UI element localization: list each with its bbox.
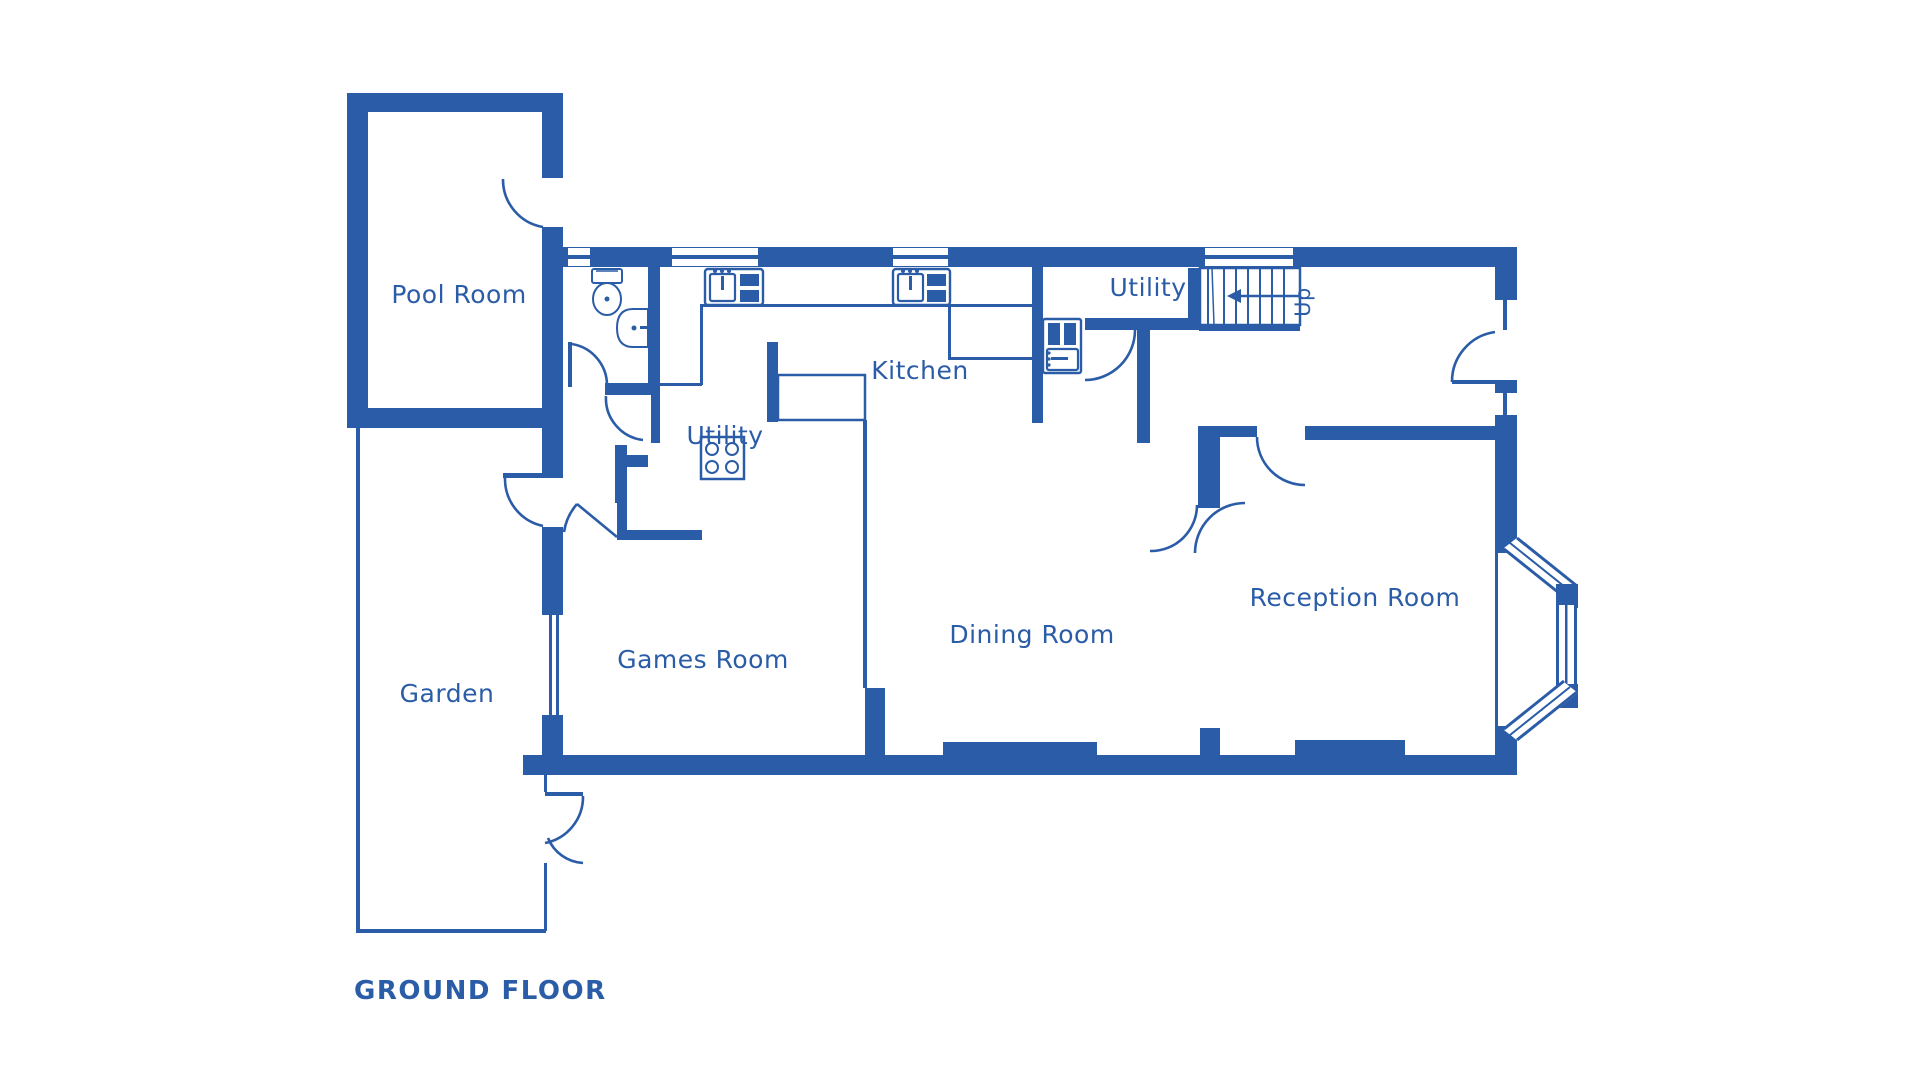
room-labels: Pool Room Garden Utility Kitchen Utility… <box>391 273 1460 708</box>
garden-walls <box>356 428 563 933</box>
reception-room-label: Reception Room <box>1250 583 1461 612</box>
dining-room-label: Dining Room <box>949 620 1114 649</box>
kitchen-sink-icon <box>891 267 952 307</box>
kitchen-label: Kitchen <box>871 356 968 385</box>
side-entrance-door <box>1450 330 1496 384</box>
bay-window <box>1495 520 1578 742</box>
hob-icon <box>699 435 746 481</box>
basin-icon <box>615 308 655 348</box>
utility-sink-unit-icon <box>1041 317 1083 375</box>
interior-walls <box>605 267 1495 755</box>
garden-label: Garden <box>400 679 495 708</box>
toilet-icon <box>591 268 623 316</box>
top-wall-windows <box>568 248 1293 266</box>
kitchen-counter-lines <box>660 304 1032 386</box>
games-room-label: Games Room <box>617 645 789 674</box>
pool-room-label: Pool Room <box>391 280 526 309</box>
utility-right-label: Utility <box>1109 273 1186 302</box>
pool-room-door-arc <box>501 178 544 229</box>
floor-title: GROUND FLOOR <box>354 976 607 1006</box>
right-wall-windows <box>1497 300 1515 415</box>
kitchen-sink-icon <box>703 267 765 307</box>
exterior-walls <box>523 247 1517 775</box>
stairs-up-label: Up <box>1291 287 1315 317</box>
garden-house-door <box>503 473 544 528</box>
garden-window <box>545 615 560 715</box>
stairs-icon <box>1198 266 1302 331</box>
utility-left-label: Utility <box>686 421 763 450</box>
garden-door <box>544 792 585 865</box>
pool-room-walls <box>347 93 563 428</box>
interior-doors <box>562 329 1306 554</box>
kitchen-island-icon <box>776 373 867 422</box>
